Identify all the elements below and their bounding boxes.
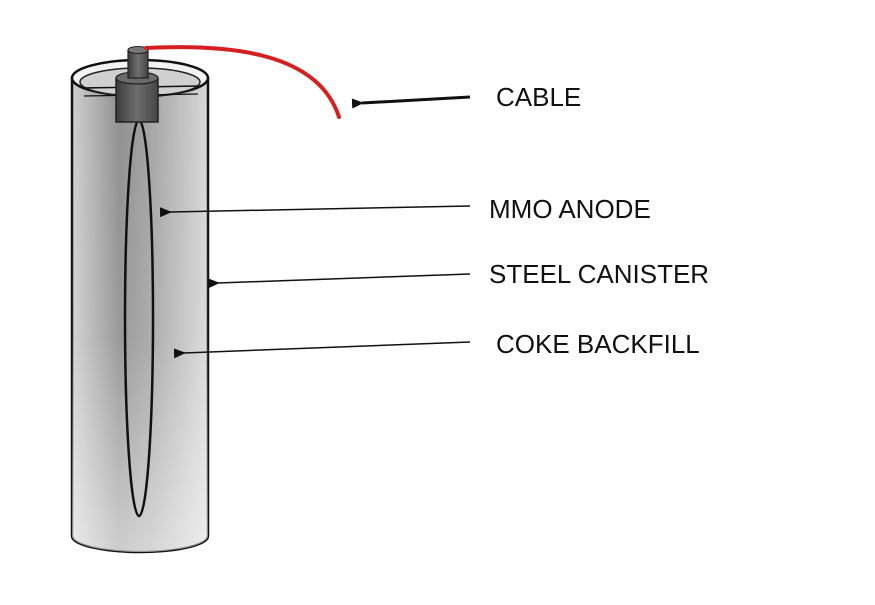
anode-terminal [115,46,159,123]
coke-backfill-label: COKE BACKFILL [496,329,700,359]
cable-arrow [351,95,471,109]
cable-label: CABLE [496,82,581,112]
steel-canister-arrow [207,273,471,289]
mmo-anode-arrow [159,205,471,218]
coke-backfill-arrow [173,341,471,359]
mmo-anode-label: MMO ANODE [489,194,651,224]
cable-wire [144,45,341,119]
steel-canister-label: STEEL CANISTER [489,259,709,289]
steel-canister [70,58,210,554]
